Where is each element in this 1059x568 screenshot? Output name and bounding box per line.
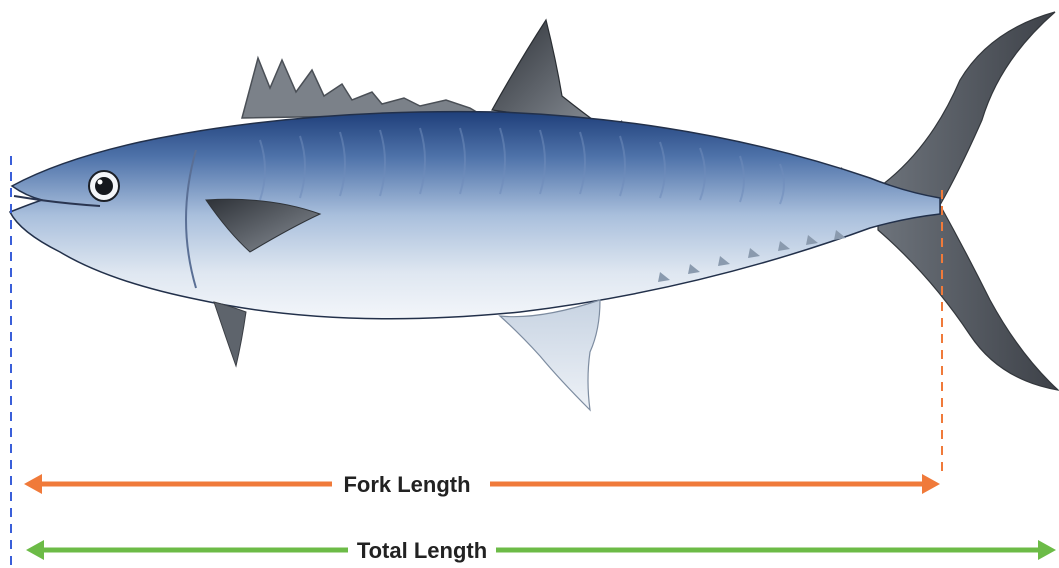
total-arrowhead-left	[26, 540, 44, 560]
pelvic-fin	[214, 302, 246, 366]
fork-arrowhead-right	[922, 474, 940, 494]
first-dorsal-fin	[242, 58, 480, 118]
king-mackerel-illustration	[10, 12, 1058, 410]
fork-length-arrow: Fork Length	[24, 472, 940, 497]
fork-arrowhead-left	[24, 474, 42, 494]
fork-length-label: Fork Length	[343, 472, 470, 497]
total-arrowhead-right	[1038, 540, 1056, 560]
total-length-arrow: Total Length	[26, 538, 1056, 563]
anal-fin	[500, 300, 600, 410]
total-length-label: Total Length	[357, 538, 487, 563]
fish-body	[10, 112, 940, 319]
eye	[89, 171, 119, 201]
